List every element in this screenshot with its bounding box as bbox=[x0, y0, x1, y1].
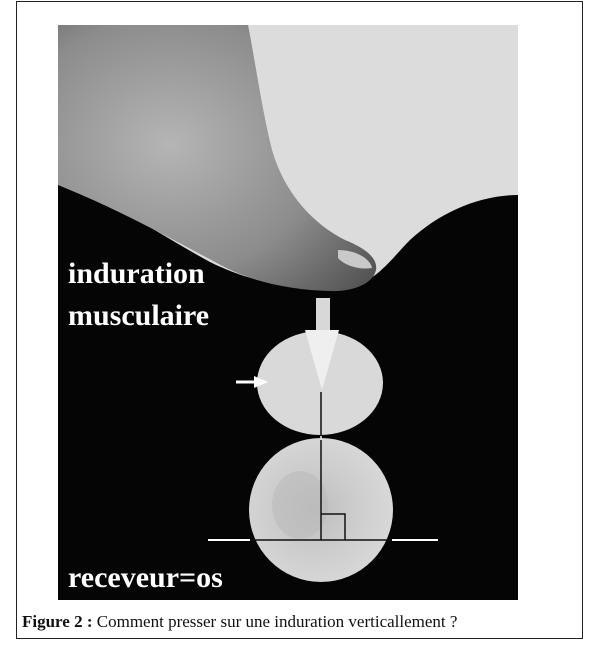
bone-shading bbox=[272, 471, 328, 539]
receiver-label: receveur=os bbox=[68, 561, 223, 594]
induration-label-line1: induration bbox=[68, 257, 205, 290]
induration-label-line2: musculaire bbox=[68, 299, 209, 332]
caption-label: Figure 2 : bbox=[22, 612, 93, 631]
caption-text: Comment presser sur une induration verti… bbox=[93, 612, 458, 631]
figure-caption: Figure 2 : Comment presser sur une indur… bbox=[22, 612, 582, 632]
